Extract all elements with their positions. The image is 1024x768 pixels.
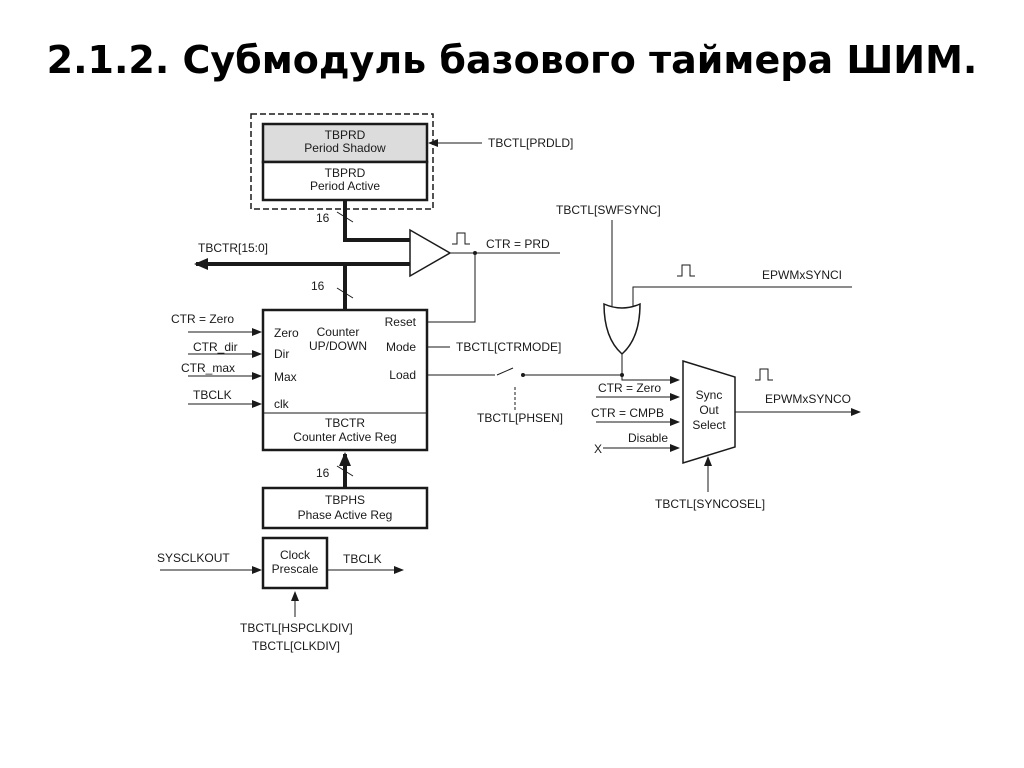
period-shadow-box bbox=[261, 122, 429, 164]
pulse-icon-prd bbox=[452, 232, 470, 245]
period-shadow-l2: Period Shadow bbox=[304, 141, 386, 155]
prescale-box bbox=[261, 536, 329, 590]
phsen-switch bbox=[496, 367, 514, 376]
mux-x: X bbox=[594, 442, 602, 456]
phase-l1: TBPHS bbox=[325, 493, 365, 507]
counter-out-reset: Reset bbox=[385, 315, 417, 329]
counter-reg1: TBCTR bbox=[325, 416, 365, 430]
period-dashed-frame bbox=[250, 113, 434, 210]
input-tbclk: TBCLK bbox=[193, 388, 232, 402]
or-gate bbox=[603, 302, 641, 356]
bus-width-mid: 16 bbox=[311, 279, 325, 293]
sysclkout-label: SYSCLKOUT bbox=[157, 551, 230, 565]
counter-reg2: Counter Active Reg bbox=[293, 430, 396, 444]
tbclk-out-label: TBCLK bbox=[343, 552, 382, 566]
counter-in-clk: clk bbox=[274, 397, 290, 411]
prdld-label: TBCTL[PRDLD] bbox=[488, 136, 573, 150]
synci-label: EPWMxSYNCI bbox=[762, 268, 842, 282]
mux-in2: CTR = CMPB bbox=[591, 406, 664, 420]
swfsync-label: TBCTL[SWFSYNC] bbox=[556, 203, 661, 217]
synci-line bbox=[632, 286, 852, 306]
ctrmode-label: TBCTL[CTRMODE] bbox=[456, 340, 561, 354]
period-active-l2: Period Active bbox=[310, 179, 380, 193]
bus-slash-mid bbox=[336, 287, 354, 299]
clkdiv-label: TBCTL[CLKDIV] bbox=[252, 639, 340, 653]
pulse-icon-synci bbox=[677, 264, 695, 277]
mux-label3: Select bbox=[692, 418, 726, 432]
pulse-icon-synco bbox=[755, 368, 773, 381]
prescale-l1: Clock bbox=[280, 548, 311, 562]
phase-l2: Phase Active Reg bbox=[298, 508, 393, 522]
mux-in1: CTR = Zero bbox=[598, 381, 661, 395]
period-active-l1: TBPRD bbox=[325, 166, 366, 180]
slide-title: 2.1.2. Субмодуль базового таймера ШИМ. bbox=[46, 38, 978, 82]
input-ctr-dir: CTR_dir bbox=[193, 340, 238, 354]
period-bus bbox=[343, 200, 410, 242]
comparator bbox=[409, 228, 452, 278]
counter-in-dir: Dir bbox=[274, 347, 289, 361]
hspclkdiv-label: TBCTL[HSPCLKDIV] bbox=[240, 621, 353, 635]
input-ctr-zero: CTR = Zero bbox=[171, 312, 234, 326]
bus-slash-bottom bbox=[336, 465, 354, 477]
mux-label2: Out bbox=[699, 403, 719, 417]
counter-out-load: Load bbox=[389, 368, 416, 382]
mux-in3: Disable bbox=[628, 431, 668, 445]
bus-width-bottom: 16 bbox=[316, 466, 330, 480]
tbctr-bus-label: TBCTR[15:0] bbox=[198, 241, 268, 255]
sync-out-mux bbox=[682, 359, 736, 465]
counter-block bbox=[261, 308, 429, 452]
bus-slash-top bbox=[336, 211, 354, 223]
mux-label1: Sync bbox=[696, 388, 723, 402]
counter-title1: Counter bbox=[317, 325, 360, 339]
counter-title2: UP/DOWN bbox=[309, 339, 367, 353]
phase-reg-box bbox=[261, 486, 429, 530]
prescale-l2: Prescale bbox=[272, 562, 319, 576]
sync-to-mux bbox=[621, 375, 680, 384]
input-ctr-max: CTR_max bbox=[181, 361, 235, 375]
counter-in-max: Max bbox=[274, 370, 297, 384]
syncosel-label: TBCTL[SYNCOSEL] bbox=[655, 497, 765, 511]
synco-label: EPWMxSYNCO bbox=[765, 392, 851, 406]
counter-out-mode: Mode bbox=[386, 340, 416, 354]
period-shadow-l1: TBPRD bbox=[325, 128, 366, 142]
counter-in-zero: Zero bbox=[274, 326, 299, 340]
ctr-prd-label: CTR = PRD bbox=[486, 237, 550, 251]
bus-width-top: 16 bbox=[316, 211, 330, 225]
reset-feedback-line bbox=[427, 253, 476, 323]
switch-contact bbox=[521, 373, 525, 377]
phsen-label: TBCTL[PHSEN] bbox=[477, 411, 563, 425]
